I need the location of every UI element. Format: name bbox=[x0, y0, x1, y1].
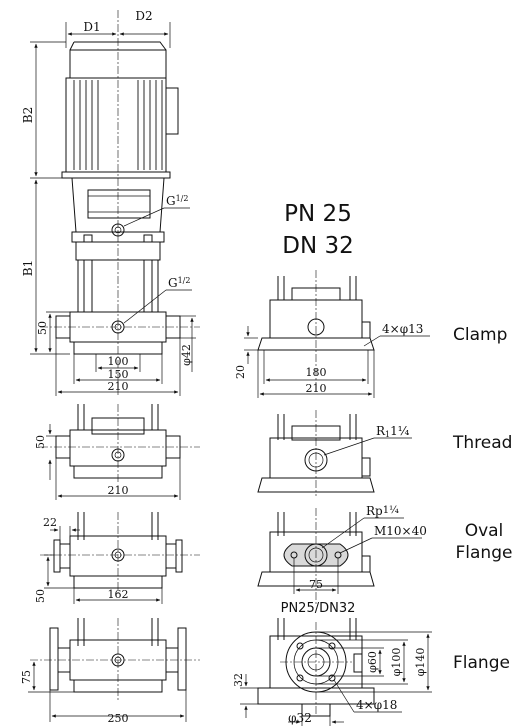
oval-width-75-label: 75 bbox=[309, 578, 323, 591]
motor-body bbox=[65, 77, 167, 173]
oval-width-162-label: 162 bbox=[108, 588, 129, 601]
oval-bolt-label: M10×40 bbox=[374, 524, 427, 538]
phi60-label: φ60 bbox=[366, 651, 379, 673]
flange-pn-dn-title: PN25/DN32 bbox=[281, 601, 356, 616]
clamp-width-210-label: 210 bbox=[306, 382, 327, 395]
thread-height-50-label: 50 bbox=[34, 435, 47, 449]
flange-width-250-label: 250 bbox=[108, 712, 129, 725]
flange-height-32-label: 32 bbox=[232, 673, 245, 687]
oval-label-line1: Oval bbox=[465, 521, 504, 541]
oval-width-22-label: 22 bbox=[43, 516, 57, 529]
clamp-width-180-label: 180 bbox=[306, 366, 327, 379]
oval-label-line2: Flange bbox=[456, 543, 513, 563]
oval-height-50-label: 50 bbox=[34, 589, 47, 603]
phi100-label: φ100 bbox=[390, 648, 403, 677]
d2-label: D2 bbox=[135, 9, 152, 23]
motor-cooling-fins bbox=[73, 80, 163, 170]
width-150-label: 150 bbox=[108, 368, 129, 381]
top-vent-port bbox=[111, 223, 125, 237]
b2-label: B2 bbox=[21, 107, 35, 123]
dn-size-label: DN 32 bbox=[282, 233, 354, 259]
thread-connection-view: R11¼ bbox=[257, 410, 412, 496]
clamp-height-20-label: 20 bbox=[234, 365, 247, 379]
top-port-label: G1/2 bbox=[166, 194, 188, 208]
width-210-label: 210 bbox=[108, 380, 129, 393]
pn-rating-label: PN 25 bbox=[284, 201, 352, 227]
oval-flange-connection-view: Rp1¼ M10×40 75 bbox=[257, 504, 427, 604]
d1-label: D1 bbox=[83, 20, 100, 34]
side-view-flange: 75 250 bbox=[20, 618, 200, 725]
thread-label: Thread bbox=[452, 433, 512, 453]
flange-height-75-label: 75 bbox=[20, 670, 33, 684]
bottom-port-label: G1/2 bbox=[168, 276, 190, 290]
phi32-label: φ32 bbox=[288, 711, 312, 725]
flange-holes-label: 4×φ18 bbox=[356, 698, 397, 712]
side-view-oval: 22 50 162 bbox=[34, 512, 200, 604]
thread-size-label: R11¼ bbox=[376, 424, 410, 439]
phi42-label: φ42 bbox=[180, 344, 193, 366]
oval-rp-size-label: Rp1¼ bbox=[366, 504, 399, 518]
width-100-label: 100 bbox=[108, 355, 129, 368]
side-view-thread: 50 210 bbox=[34, 404, 200, 500]
main-elevation-view: D1 D2 B2 B1 50 G1/2 G1/2 φ42 100 1 bbox=[21, 9, 200, 396]
flange-label: Flange bbox=[453, 653, 510, 673]
height-50-label: 50 bbox=[36, 321, 49, 335]
clamp-label: Clamp bbox=[453, 325, 507, 345]
b1-label: B1 bbox=[21, 260, 35, 276]
clamp-connection-view: 4×φ13 20 180 210 bbox=[234, 270, 430, 398]
phi140-label: φ140 bbox=[414, 648, 427, 677]
thread-width-210-label: 210 bbox=[108, 484, 129, 497]
clamp-holes-label: 4×φ13 bbox=[382, 322, 423, 336]
flange-connection-view: φ60 φ100 φ140 32 φ32 4×φ18 bbox=[232, 618, 432, 726]
